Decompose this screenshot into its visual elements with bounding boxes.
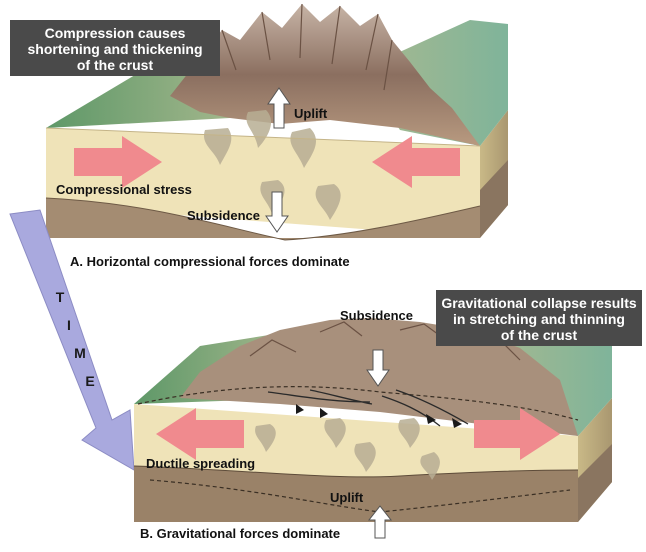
white-up-arrow-icon — [267, 87, 291, 129]
pink-arrow-icon — [74, 136, 460, 188]
panel-a-mountains — [170, 4, 480, 146]
panel-b-moho — [133, 465, 579, 478]
panel-b-ridges — [249, 321, 521, 361]
panel-b-caption-box: Gravitational collapse results in stretc… — [436, 290, 642, 346]
time-letter-m: M — [74, 345, 86, 361]
time-letter-e: E — [85, 373, 94, 389]
panel-a-moho — [45, 197, 481, 241]
panel-b-mantle — [134, 466, 578, 522]
panel-b-subsidence-label: Subsidence — [340, 308, 413, 323]
panel-b-uplift-label: Uplift — [330, 490, 364, 505]
panel-a-ridges — [221, 3, 393, 91]
time-letter-i: I — [67, 317, 71, 333]
pink-arrow-icon — [156, 408, 560, 460]
panel-b-caption-bg — [436, 290, 642, 346]
panel-b-caption-line-1: Gravitational collapse results — [441, 295, 637, 311]
panel-a-stress-arrow-right — [372, 136, 460, 188]
panel-a-stress-arrow-left — [74, 136, 162, 188]
panel-b-caption-line-3: of the crust — [501, 327, 578, 343]
panel-a-root-blobs — [203, 110, 341, 220]
time-letter-t: T — [56, 289, 65, 305]
panel-a-subsidence-label: Subsidence — [187, 208, 260, 223]
panel-a-stress-label: Compressional stress — [56, 182, 192, 197]
panel-a-caption-line-1: Compression causes — [45, 25, 186, 41]
panel-a-caption-bg — [10, 20, 220, 76]
panel-b-spreading-arrow-right — [474, 408, 560, 460]
panel-b-spreading-arrow-left — [156, 408, 244, 460]
panel-a-caption-box: Compression causes shortening and thicke… — [10, 20, 220, 76]
white-down-arrow-icon — [366, 349, 390, 387]
panel-b-spreading-label: Ductile spreading — [146, 456, 255, 471]
panel-a-uplift-label: Uplift — [294, 106, 328, 121]
panel-b-side-mantle — [578, 444, 612, 522]
panel-a-caption-line-2: shortening and thickening — [27, 41, 202, 57]
panel-b-faults — [267, 389, 469, 427]
panel-a-caption-line-3: of the crust — [77, 57, 154, 73]
white-down-arrow-icon — [265, 191, 289, 233]
panel-a-title: A. Horizontal compressional forces domin… — [70, 254, 350, 269]
time-arrow-icon — [9, 209, 135, 471]
panel-b-caption-line-2: in stretching and thinning — [453, 311, 625, 327]
panel-a-side-mantle — [480, 160, 508, 238]
panel-b-root-blobs — [255, 418, 440, 480]
panel-b-title: B. Gravitational forces dominate — [140, 526, 340, 541]
fault-arrow-icon — [296, 404, 462, 428]
white-up-arrow-icon — [367, 505, 393, 539]
panel-a-block — [45, 3, 508, 241]
